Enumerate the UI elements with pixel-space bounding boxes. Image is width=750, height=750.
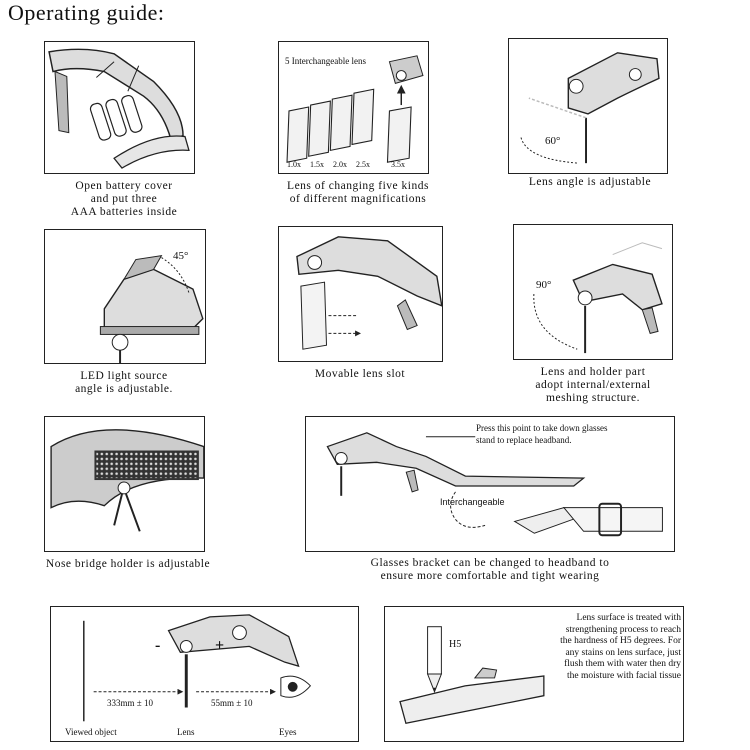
led-illustration: 45°	[44, 229, 206, 364]
eyes-label: Eyes	[279, 727, 297, 737]
lens-drawing	[286, 55, 424, 163]
surface-illustration: H5 Lens surface is treated with strength…	[384, 606, 684, 742]
lens-angle-drawing	[520, 52, 660, 164]
eye-distance: 55mm ± 10	[211, 698, 253, 708]
nose-bridge-caption: Nose bridge holder is adjustable	[45, 558, 211, 570]
nose-bridge-illustration	[44, 416, 205, 552]
angle-90-label: 90°	[536, 279, 552, 291]
led-drawing	[99, 254, 204, 363]
headband-illustration: Press this point to take down glasses st…	[305, 416, 675, 552]
distance-drawing	[83, 614, 312, 722]
led-caption: LED light source angle is adjustable.	[75, 370, 173, 395]
slot-drawing	[296, 236, 442, 350]
surface-drawing	[399, 626, 545, 725]
meshing-caption: Lens and holder part adopt internal/exte…	[535, 366, 651, 404]
angle-45-label: 45°	[173, 250, 189, 262]
plus-sign: +	[215, 637, 225, 654]
battery-icons	[89, 94, 143, 141]
headband-caption: Glasses bracket can be changed to headba…	[370, 557, 610, 582]
lens-set	[286, 88, 412, 163]
slot-caption: Movable lens slot	[314, 368, 406, 380]
meshing-illustration: 90°	[513, 224, 673, 360]
distance-illustration: - + 333mm ± 10 55mm ± 10 Viewed object L…	[50, 606, 359, 742]
interchangeable-label: Interchangeable	[440, 497, 505, 507]
meshing-drawing	[533, 242, 663, 354]
lens-label: Lens	[177, 727, 195, 737]
pencil-hardness-label: H5	[449, 639, 462, 650]
battery-caption: Open battery cover and put three AAA bat…	[70, 180, 178, 218]
headband-drawing	[326, 432, 663, 537]
minus-sign: -	[155, 637, 161, 654]
headband-strap	[513, 502, 663, 537]
battery-drawing	[48, 48, 190, 169]
mag-5: 3.5x	[391, 160, 405, 169]
lens-caption: Lens of changing five kinds of different…	[287, 180, 429, 205]
mag-3: 2.0x	[333, 160, 347, 169]
lens-label: 5 Interchangeable lens	[285, 56, 366, 66]
object-distance: 333mm ± 10	[107, 698, 153, 708]
nose-bridge-drawing	[50, 429, 204, 532]
battery-illustration	[44, 41, 195, 174]
lens-angle-caption: Lens angle is adjustable	[528, 176, 652, 188]
page-title: Operating guide:	[8, 0, 165, 25]
lens-illustration: 5 Interchangeable lens 1.0x 1.5x 2.0x 2.…	[278, 41, 429, 174]
viewed-object-label: Viewed object	[65, 727, 117, 737]
mag-1: 1.0x	[287, 160, 301, 169]
mag-4: 2.5x	[356, 160, 370, 169]
pencil-icon	[426, 626, 443, 694]
mag-2: 1.5x	[310, 160, 324, 169]
lens-angle-illustration: 60°	[508, 38, 668, 174]
slot-illustration	[278, 226, 443, 362]
headband-note: Press this point to take down glasses st…	[476, 423, 608, 445]
angle-60-label: 60°	[545, 135, 561, 147]
surface-note: Lens surface is treated with strengtheni…	[560, 613, 681, 681]
